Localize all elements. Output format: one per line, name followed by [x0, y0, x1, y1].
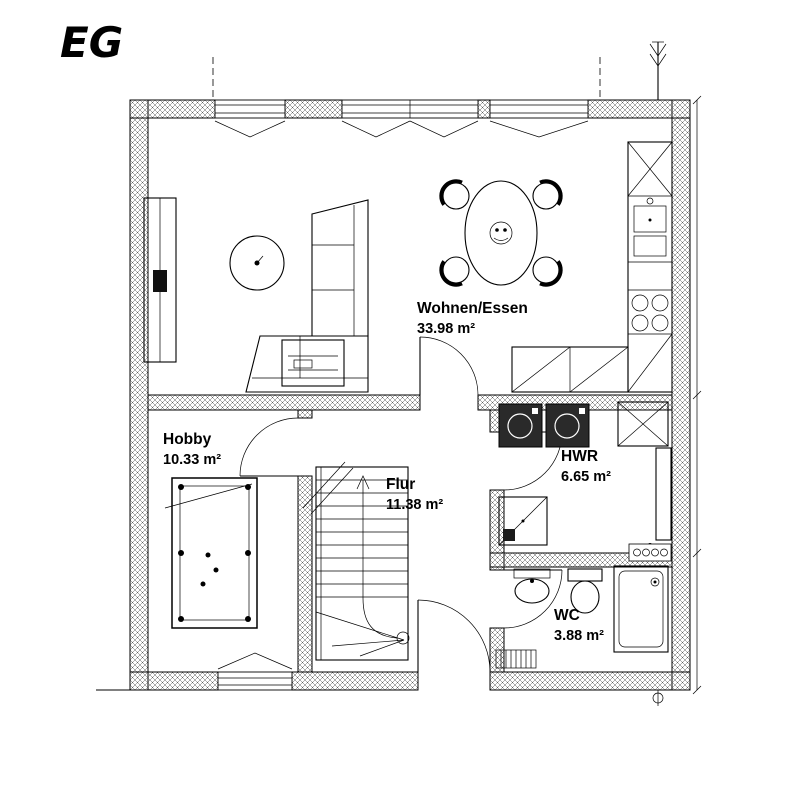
wall-hwr-wc — [489, 552, 673, 568]
interior-walls — [147, 394, 673, 673]
hwr-fixtures — [498, 401, 672, 562]
wall-hobby-hall — [297, 475, 313, 673]
window-top-1 — [214, 99, 286, 138]
sofa — [245, 199, 369, 393]
washer-1 — [498, 403, 543, 448]
room-area-hall: 11.38 m² — [386, 497, 443, 513]
fridge — [627, 141, 673, 197]
doormat — [495, 649, 537, 669]
room-label-hall: Flur — [386, 476, 415, 493]
dining-table — [464, 180, 538, 286]
shower-tray — [613, 565, 669, 653]
dishwasher-mark — [627, 333, 673, 393]
door-living — [419, 336, 479, 396]
wall-top-1 — [129, 99, 216, 119]
door-hobby — [239, 417, 299, 477]
room-label-wc: WC — [554, 607, 580, 624]
wall-left — [129, 99, 149, 691]
dimension-line — [692, 95, 702, 695]
window-top-2 — [341, 99, 479, 138]
wall-right — [671, 99, 691, 691]
billiard-table — [164, 477, 258, 629]
wc-fixtures — [495, 565, 669, 669]
floor-title: EG — [60, 18, 123, 67]
kitchen-sink — [633, 197, 667, 257]
dining-chairs — [439, 179, 563, 287]
stove — [631, 294, 669, 332]
chair-top-left — [439, 179, 470, 210]
kitchen — [511, 141, 673, 393]
stairs — [302, 461, 410, 661]
room-label-utility: HWR — [561, 448, 598, 465]
wall-living-hall-left — [147, 394, 421, 411]
room-area-hobby: 10.33 m² — [163, 452, 221, 468]
room-area-utility: 6.65 m² — [561, 469, 611, 485]
toilet — [567, 568, 603, 614]
wall-bottom-3 — [489, 671, 691, 691]
chair-top-right — [532, 179, 563, 210]
window-bottom-hobby — [217, 652, 293, 691]
windows — [214, 99, 589, 691]
coffee-table — [281, 339, 345, 387]
tv-sideboard — [143, 197, 177, 363]
wall-top-4 — [587, 99, 691, 119]
shaft-box — [617, 401, 669, 447]
cue-stick — [164, 483, 253, 509]
doors — [239, 336, 563, 673]
wall-hobby-hall-stub — [297, 409, 313, 419]
wall-bottom-1 — [129, 671, 219, 691]
room-area-living: 33.98 m² — [417, 321, 475, 337]
drain-pipe-symbol — [649, 41, 667, 706]
door-entrance — [417, 599, 491, 673]
room-label-hobby: Hobby — [163, 431, 212, 448]
wall-top-2 — [284, 99, 343, 119]
chair-bottom-right — [532, 256, 563, 287]
hwr-shower — [498, 496, 548, 546]
annotations — [96, 41, 702, 706]
kitchen-counter-l — [511, 346, 629, 393]
room-label-living: Wohnen/Essen — [417, 300, 528, 317]
round-table — [229, 235, 285, 291]
chair-bottom-left — [439, 256, 470, 287]
washer-2 — [545, 403, 590, 448]
wc-sink — [513, 568, 551, 604]
room-labels: Wohnen/Essen 33.98 m² Hobby 10.33 m² Flu… — [163, 300, 611, 644]
window-top-3 — [489, 99, 589, 138]
room-area-wc: 3.88 m² — [554, 628, 604, 644]
wall-top-3 — [477, 99, 491, 119]
radiator — [628, 543, 672, 562]
wall-bottom-2 — [291, 671, 419, 691]
